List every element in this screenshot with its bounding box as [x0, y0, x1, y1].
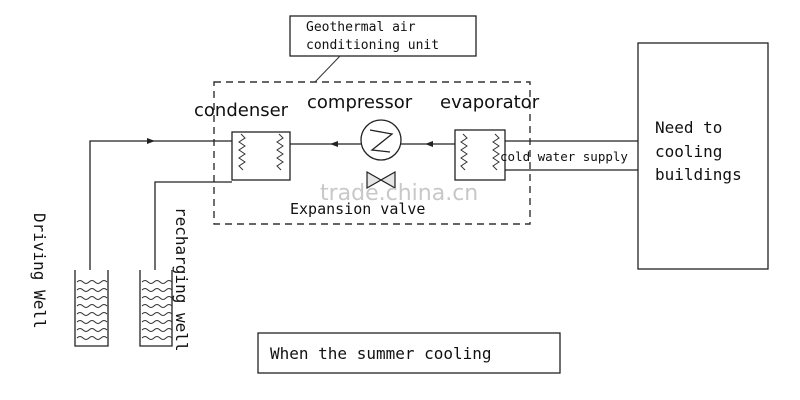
recharging-well — [139, 270, 173, 347]
unit-boundary — [213, 81, 531, 225]
building-label-line3: buildings — [655, 165, 742, 184]
driving-well — [74, 270, 109, 347]
driving-well-label: Driving Well — [30, 213, 49, 329]
expansion-valve-label: Expansion valve — [290, 200, 425, 218]
well-water-arrow-icon — [147, 138, 155, 144]
expansion-valve-symbol — [366, 170, 396, 190]
compressor-symbol — [360, 119, 402, 161]
unit-label-line1: Geothermal air — [306, 20, 416, 35]
unit-label-leader — [314, 55, 341, 83]
evaporator-unit — [454, 129, 506, 181]
watermark-text: trade.china.cn — [320, 181, 478, 206]
condenser-label: condenser — [194, 100, 289, 121]
building-label-line1: Need to — [655, 118, 722, 137]
well-water-return-pipe — [154, 181, 232, 270]
unit-label-line2: conditioning unit — [306, 38, 439, 53]
evaporator-label: evaporator — [440, 92, 540, 113]
compressor-label: compressor — [307, 92, 413, 113]
recharging-well-label: recharging well — [172, 207, 191, 352]
building-label-line2: cooling — [655, 142, 722, 161]
condenser-unit — [231, 131, 291, 181]
unit-label-box — [289, 15, 477, 57]
caption-box — [257, 332, 561, 374]
refrigerant-arrow-icon-2 — [425, 141, 433, 147]
cold-water-supply-label: cold water supply — [500, 149, 628, 164]
refrigerant-arrow-icon — [330, 141, 338, 147]
building-box — [637, 42, 769, 270]
well-water-supply-pipe — [89, 140, 232, 270]
caption-text: When the summer cooling — [270, 344, 492, 363]
